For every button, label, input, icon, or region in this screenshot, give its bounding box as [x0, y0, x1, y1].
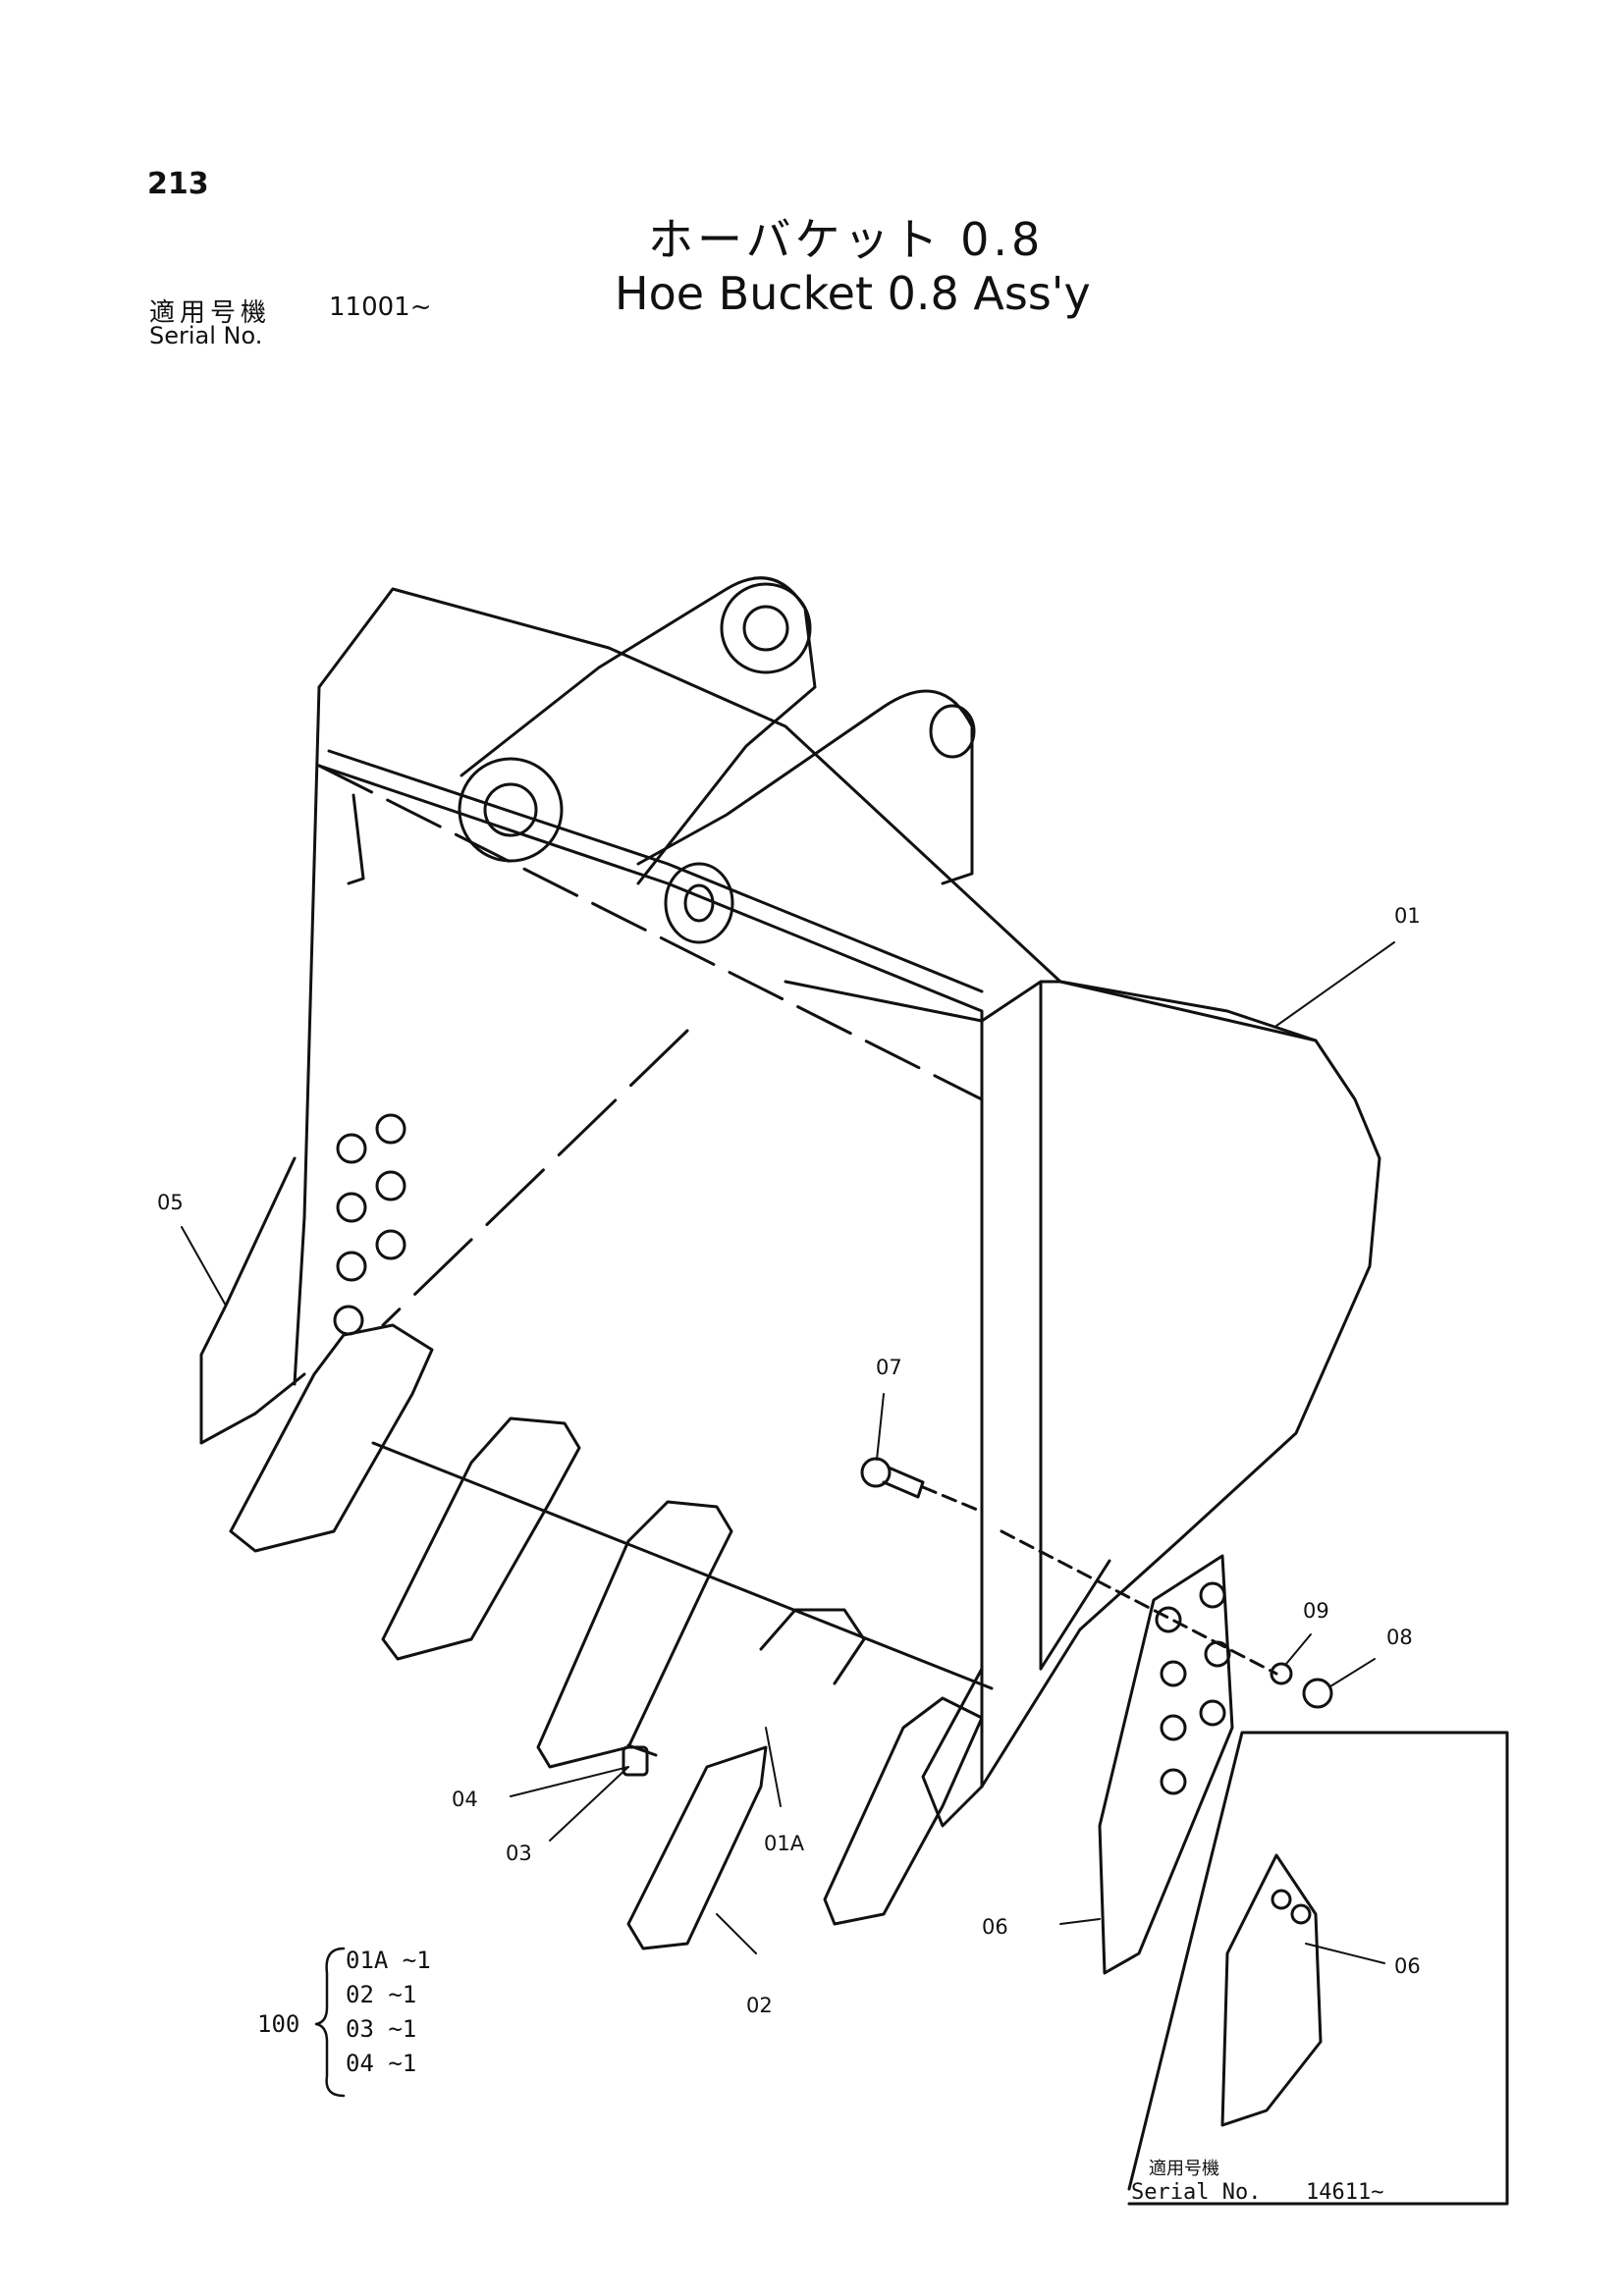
- inset-serial-value: 14611~: [1306, 2180, 1383, 2205]
- washer-09: [1270, 1662, 1293, 1685]
- callout-06-inset: 06: [1394, 1954, 1421, 1978]
- kit-brace: [314, 1947, 346, 2098]
- bolt-07: [860, 1457, 984, 1514]
- title-japanese: ホーバケット 0.8: [648, 213, 1045, 266]
- leader-lines: [181, 941, 1395, 1964]
- inset-serial-label-japanese: 適用号機: [1149, 2159, 1219, 2179]
- inset-box: [1127, 1731, 1509, 2206]
- bucket-body: [293, 587, 1381, 1828]
- kit-line-2: 02 ~1: [346, 1981, 416, 2008]
- callout-08: 08: [1386, 1626, 1413, 1649]
- nut-08: [1302, 1678, 1333, 1709]
- callout-06-main: 06: [982, 1915, 1008, 1939]
- side-cutter-05: [199, 1156, 306, 1445]
- side-cutter-holes: [333, 1113, 406, 1336]
- callout-09: 09: [1303, 1599, 1329, 1623]
- hinge-ears: [347, 576, 984, 1023]
- callout-05: 05: [157, 1191, 184, 1214]
- serial-label-japanese: 適用号機: [149, 298, 272, 328]
- callout-04: 04: [452, 1788, 478, 1811]
- callout-01: 01: [1394, 904, 1421, 928]
- page-number: 213: [147, 167, 209, 201]
- kit-number: 100: [257, 2010, 299, 2038]
- callout-03: 03: [506, 1842, 532, 1865]
- bucket-teeth: [229, 1323, 994, 1926]
- serial-value: 11001~: [329, 293, 432, 322]
- callout-01a: 01A: [764, 1832, 805, 1855]
- title-english: Hoe Bucket 0.8 Ass'y: [615, 267, 1091, 320]
- callout-02: 02: [746, 1994, 773, 2017]
- inset-serial-label-english: Serial No.: [1131, 2180, 1261, 2205]
- callout-07: 07: [876, 1356, 902, 1379]
- tooth-pin-and-lock: [622, 1743, 658, 1777]
- kit-line-4: 04 ~1: [346, 2050, 416, 2077]
- kit-line-1: 01A ~1: [346, 1947, 431, 1974]
- tooth-02: [626, 1745, 768, 1950]
- kit-line-3: 03 ~1: [346, 2015, 416, 2043]
- side-plate-06: [1000, 1529, 1278, 1975]
- serial-label-english: Serial No.: [149, 322, 263, 349]
